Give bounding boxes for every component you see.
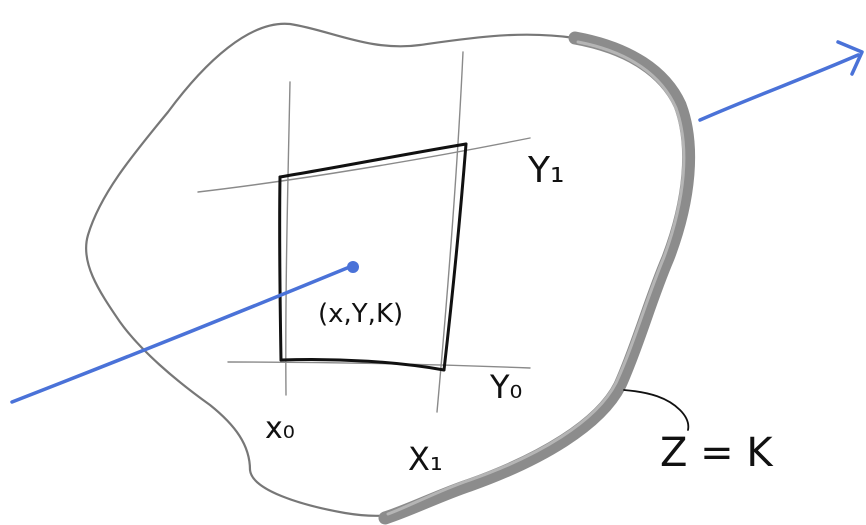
label-x0: x₀ (265, 411, 295, 446)
plane-edge-band (378, 31, 696, 525)
cell-right-edge (442, 142, 468, 372)
cell-top-edge (278, 142, 468, 179)
label-x1: X₁ (408, 440, 443, 478)
cell-left-edge (278, 175, 283, 362)
outgoing-ray-arrowhead (836, 40, 864, 76)
plane-label-leader (623, 389, 690, 431)
cell-bottom-edge (279, 357, 446, 372)
grid-line-x1 (436, 51, 464, 413)
label-plane-equation: Z = K (660, 430, 774, 476)
incoming-ray (10, 264, 354, 404)
intersection-point (347, 261, 359, 273)
region-outline (84, 22, 577, 517)
plane-edge-band-highlight (386, 40, 686, 516)
grid-line-x0 (285, 81, 291, 396)
label-point-coordinates: (x,Y,K) (318, 299, 403, 329)
grid-line-y0 (227, 361, 531, 369)
label-y0: Y₀ (489, 368, 522, 406)
grid-line-y1 (197, 137, 531, 193)
outgoing-ray (698, 53, 860, 122)
label-y1: Y₁ (527, 150, 564, 191)
